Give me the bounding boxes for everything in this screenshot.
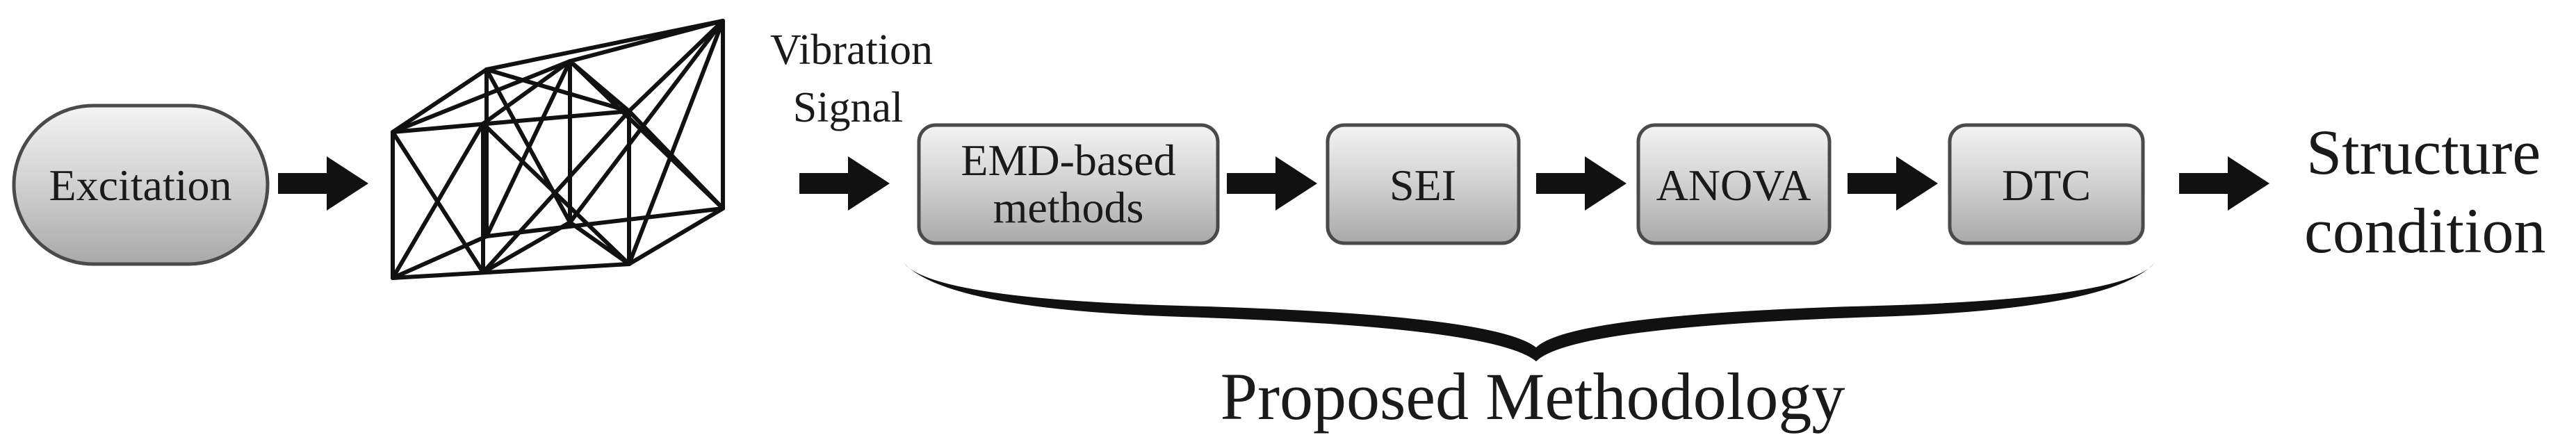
arrow-dtc-to-condition xyxy=(2179,156,2269,211)
dtc-box: DTC xyxy=(1948,123,2145,245)
arrow-anova-to-dtc xyxy=(1848,156,1938,211)
arrow-excitation-to-structure xyxy=(278,156,368,211)
excitation-node: Excitation xyxy=(12,104,270,266)
arrow-sei-to-anova xyxy=(1536,156,1627,211)
methodology-label: Proposed Methodology xyxy=(1221,359,1845,434)
sei-box: SEI xyxy=(1326,123,1521,245)
arrow-emd-to-sei xyxy=(1227,156,1317,211)
dtc-label: DTC xyxy=(2002,161,2091,210)
anova-label: ANOVA xyxy=(1656,161,1811,210)
output-label-line2: condition xyxy=(2304,195,2546,266)
vibration-label-line1: Vibration xyxy=(770,26,933,74)
truss-structure-icon xyxy=(391,19,725,280)
vibration-label-line2: Signal xyxy=(793,84,903,131)
anova-box: ANOVA xyxy=(1636,123,1832,245)
methodology-brace xyxy=(904,263,2155,361)
excitation-label: Excitation xyxy=(49,161,231,210)
output-label-line1: Structure xyxy=(2306,117,2541,188)
sei-label: SEI xyxy=(1389,161,1456,210)
emd-label-line1: EMD-based xyxy=(961,136,1175,185)
emd-methods-box: EMD-based methods xyxy=(917,123,1220,245)
emd-label-line2: methods xyxy=(993,183,1144,232)
arrow-signal-to-emd xyxy=(799,156,890,211)
